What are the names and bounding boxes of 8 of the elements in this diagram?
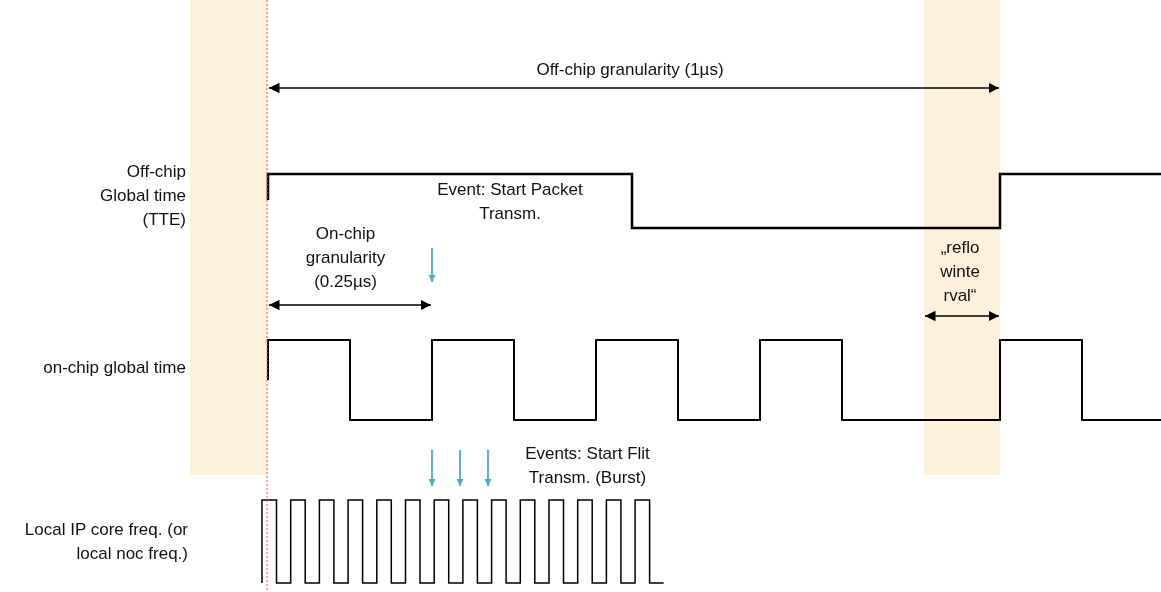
signal-label: on-chip global time — [42, 357, 186, 379]
dimension-label: On-chip granularity (0.25µs) — [304, 223, 387, 293]
signal-label: Off-chip Global time (TTE) — [99, 161, 186, 231]
dimension-label: „reflo winte rval“ — [939, 237, 981, 307]
annotation-text: Event: Start Packet Transm. — [436, 179, 584, 225]
signal-label: Local IP core freq. (or local noc freq.) — [23, 519, 188, 565]
annotation-text: Events: Start Flit Transm. (Burst) — [524, 443, 651, 489]
dimension-label: Off-chip granularity (1µs) — [535, 59, 725, 81]
